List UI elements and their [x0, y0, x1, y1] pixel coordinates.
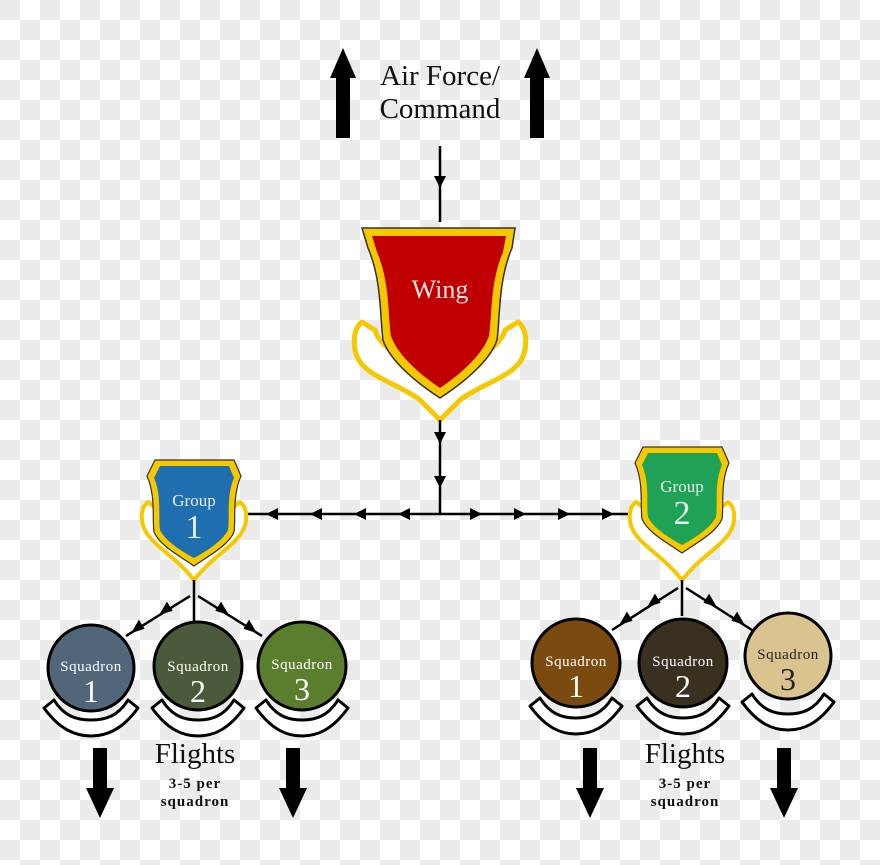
squadron-badge-g2-3 [740, 611, 836, 732]
down-arrow-g1-right-icon [279, 748, 307, 818]
wing-shield [351, 227, 529, 423]
squadron-g2-3-label: Squadron 3 [743, 647, 833, 697]
group-2-number: 2 [673, 495, 691, 532]
squadron-g2-2-label: Squadron 2 [638, 654, 728, 704]
up-arrow-left-icon [330, 48, 356, 138]
squadron-name: Squadron [652, 654, 714, 670]
squadron-name: Squadron [167, 659, 229, 675]
up-arrow-right-icon [524, 48, 550, 138]
squadron-badge-g2-2 [635, 617, 731, 736]
down-arrow-g1-left-icon [86, 748, 114, 818]
flights-title: Flights [154, 738, 236, 770]
squadron-badge-g1-1 [42, 623, 140, 738]
group-2-label: Group 2 [642, 478, 722, 531]
squadron-name: Squadron [60, 659, 122, 675]
group-2-name: Group [660, 477, 704, 496]
squadron-badge-g1-3 [254, 620, 350, 738]
title-line-1: Air Force/ [380, 60, 500, 92]
group-1-squadron-connectors [125, 580, 263, 638]
group-1-name: Group [172, 491, 216, 510]
squadron-badge-g1-2 [150, 620, 246, 738]
horizontal-bus-connector [234, 508, 638, 520]
group-1-label: Group 1 [154, 492, 234, 545]
flights-line-2: squadron [650, 794, 720, 810]
flights-line-1: 3-5 per [658, 776, 712, 792]
squadron-number: 1 [83, 673, 99, 709]
group-1-shield [139, 459, 249, 582]
squadron-number: 2 [675, 668, 691, 704]
squadron-number: 3 [294, 671, 310, 707]
wing-to-groups-connector [434, 420, 446, 515]
squadron-g1-1-label: Squadron 1 [46, 659, 136, 709]
title-line-2: Command [379, 93, 501, 125]
squadron-name: Squadron [545, 654, 607, 670]
squadron-name: Squadron [757, 647, 819, 663]
air-force-command-title: Air Force/ Command [360, 60, 520, 126]
squadron-g1-2-label: Squadron 2 [153, 659, 243, 709]
group-2-shield [627, 446, 737, 582]
flights-g1-label: Flights 3-5 per squadron [135, 740, 255, 811]
wing-label: Wing [411, 275, 469, 304]
flights-g2-label: Flights 3-5 per squadron [625, 740, 745, 811]
flights-title: Flights [644, 738, 726, 770]
squadron-number: 1 [568, 668, 584, 704]
squadron-number: 2 [190, 673, 206, 709]
squadron-g2-1-label: Squadron 1 [531, 654, 621, 704]
down-arrow-g2-left-icon [576, 748, 604, 818]
flights-line-1: 3-5 per [168, 776, 222, 792]
flights-line-2: squadron [160, 794, 230, 810]
squadron-g1-3-label: Squadron 3 [257, 657, 347, 707]
command-to-wing-connector [434, 146, 446, 222]
squadron-name: Squadron [271, 657, 333, 673]
squadron-badge-g2-1 [528, 617, 624, 736]
squadron-number: 3 [780, 661, 796, 697]
group-2-squadron-connectors [611, 580, 753, 632]
down-arrow-g2-right-icon [770, 748, 798, 818]
group-1-number: 1 [185, 509, 203, 546]
